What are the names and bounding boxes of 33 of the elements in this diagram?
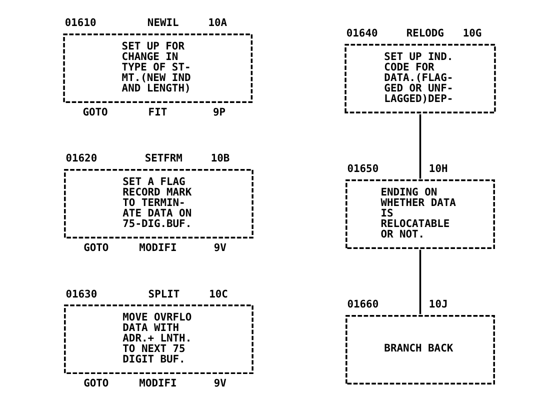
node-label: MODIFI — [138, 378, 176, 390]
node-label: MODIFI — [138, 242, 176, 254]
node-box: MOVE OVRFLO DATA WITH ADR.+ LNTH. TO NEXT 75 DIGIT BUF. — [64, 304, 253, 374]
node-label: GOTO — [83, 378, 108, 390]
node-label: 9V — [213, 242, 226, 254]
connector — [418, 250, 421, 314]
node-box: BRANCH BACK — [345, 314, 494, 384]
node-label: 10A — [208, 17, 227, 30]
node-label: RELODG — [406, 28, 444, 40]
node-label: SPLIT — [148, 288, 180, 300]
node-label: 10G — [462, 28, 482, 40]
node-label: NEWIL — [146, 17, 178, 30]
node-box: SET UP FOR CHANGE IN TYPE OF ST- MT.(NEW IND AND LENGTH) — [62, 33, 252, 103]
connector — [418, 114, 421, 179]
node-label: 10C — [208, 288, 228, 300]
node-label: 10H — [428, 163, 448, 176]
node-label: GOTO — [83, 242, 108, 254]
node-label: 01620 — [65, 152, 97, 165]
node-label: 01660 — [346, 298, 378, 311]
node-label: SETFRM — [144, 152, 182, 165]
node-label: 10B — [210, 152, 230, 165]
node-label: 01650 — [346, 163, 378, 176]
node-label: 9P — [212, 106, 226, 119]
node-label: 01630 — [65, 288, 97, 300]
node-box: SET UP IND. CODE FOR DATA.(FLAG- GED OR UNF- LAGGED)DEP- — [344, 44, 496, 114]
node-label: FIT — [148, 106, 167, 119]
node-label: 01640 — [346, 28, 378, 40]
node-label: 01610 — [64, 17, 96, 30]
node-box: ENDING ON WHETHER DATA IS RELOCATABLE OR NOT. — [345, 179, 494, 249]
node-label: 10J — [428, 298, 448, 311]
node-box: SET A FLAG RECORD MARK TO TERMIN- ATE DATA ON 75-DIG.BUF. — [64, 169, 253, 239]
node-label: GOTO — [82, 106, 108, 119]
node-label: 9V — [213, 378, 226, 390]
